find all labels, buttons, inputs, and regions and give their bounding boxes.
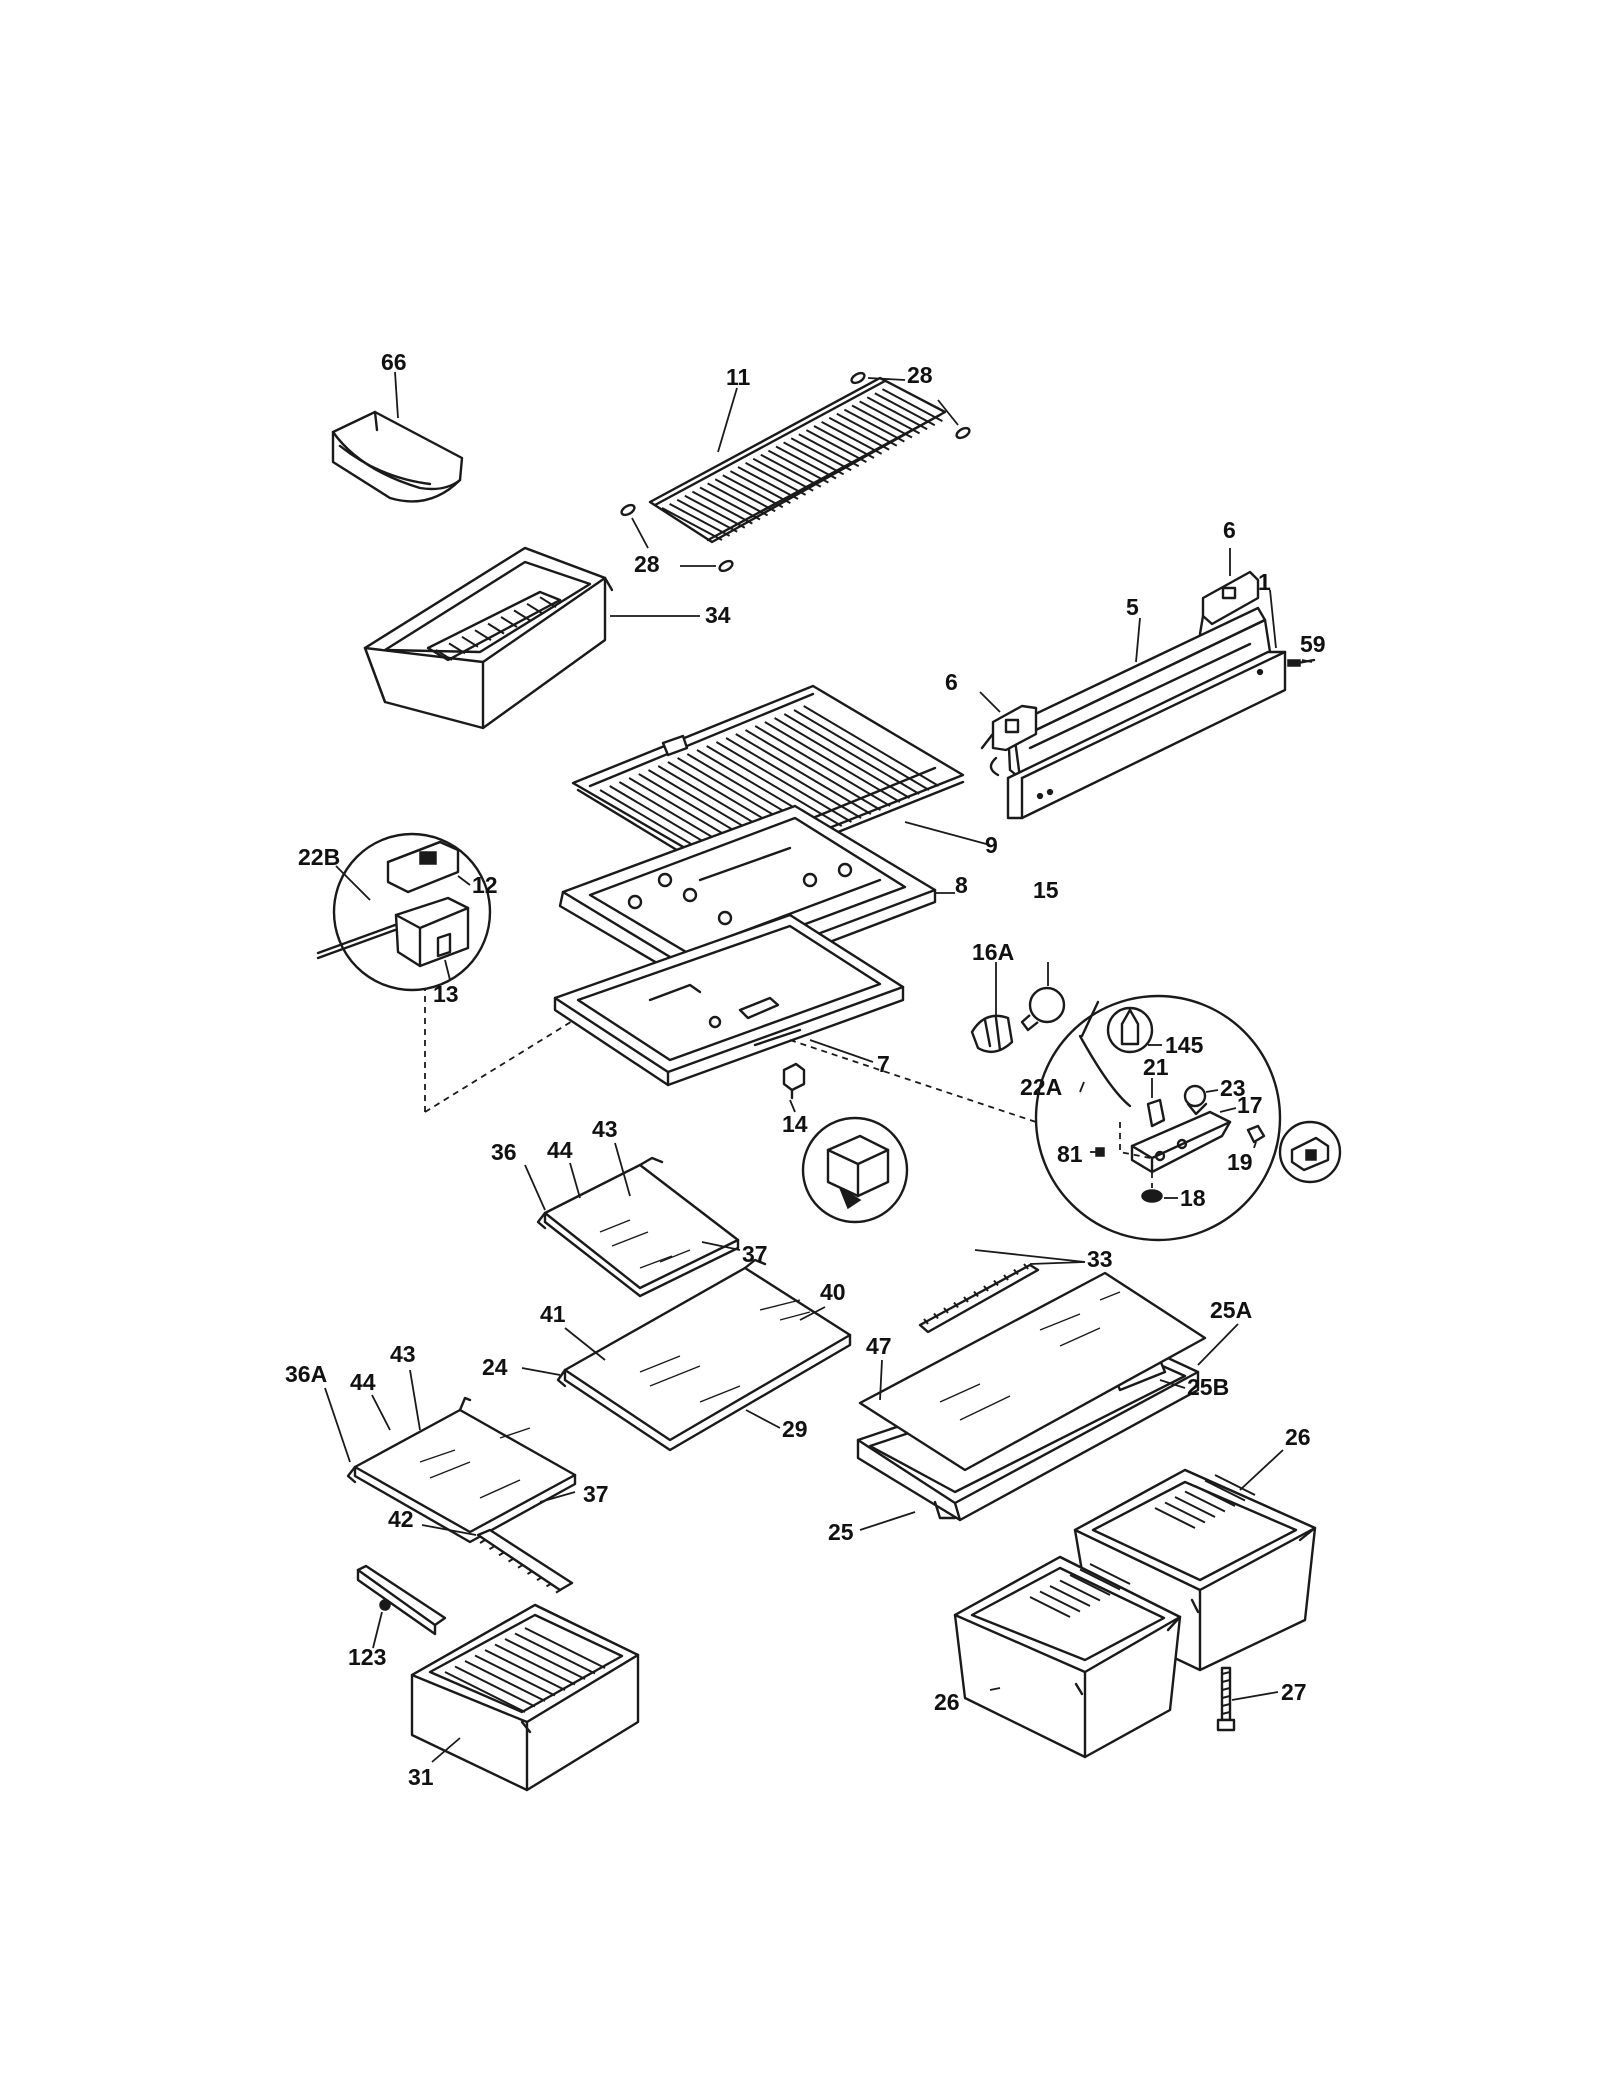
part-123-bracket [356,1564,447,1636]
callout-36: 36 [491,1139,517,1165]
callout-8: 8 [955,872,968,898]
callout-25B: 25B [1187,1374,1229,1400]
part-11-wire-shelf [648,376,947,544]
part-43-lower-glass-shelf [346,1396,577,1544]
detail-circle-clip [1278,1120,1342,1184]
part-21-switch [1146,1098,1166,1128]
part-15-bulb [1020,986,1066,1032]
callout-44: 44 [350,1369,376,1395]
callout-33: 33 [1087,1246,1113,1272]
callout-16A: 16A [972,939,1014,965]
part-66-cover [331,410,464,503]
part-28-cap [850,371,866,385]
callout-25A: 25A [1210,1297,1252,1323]
callout-43: 43 [592,1116,618,1142]
callout-34: 34 [705,602,731,628]
part-145-bulb-holder [1106,1006,1154,1054]
part-81-screw [1095,1147,1105,1157]
callout-26: 26 [1285,1424,1311,1450]
callout-41: 41 [540,1301,566,1327]
part-28-cap [955,426,971,440]
callout-6: 6 [945,669,958,695]
callout-47: 47 [866,1333,892,1359]
part-40-middle-glass-shelf [556,1258,852,1452]
callout-59: 59 [1300,631,1326,657]
part-26-drawer-front [953,1555,1182,1759]
callout-145: 145 [1165,1032,1204,1058]
callout-17: 17 [1237,1092,1263,1118]
callout-23: 23 [1220,1075,1246,1101]
callout-19: 19 [1227,1149,1253,1175]
callout-31: 31 [408,1764,434,1790]
callout-37: 37 [583,1481,609,1507]
callout-43: 43 [390,1341,416,1367]
callout-42: 42 [388,1506,414,1532]
callout-40: 40 [820,1279,846,1305]
part-47-glass [858,1271,1207,1472]
callout-123: 123 [348,1644,386,1670]
callout-18: 18 [1180,1185,1206,1211]
part-42-rail [476,1528,574,1594]
part-17-housing [1130,1110,1232,1174]
callout-28: 28 [907,362,933,388]
callout-36A: 36A [285,1361,327,1387]
callout-81: 81 [1057,1141,1083,1167]
callout-13: 13 [433,981,459,1007]
part-27-screw [1216,1666,1236,1732]
callout-11: 11 [726,364,751,390]
callout-29: 29 [782,1416,808,1442]
callout-7: 7 [877,1051,890,1077]
part-1-mullion [1006,650,1287,820]
callout-9: 9 [985,832,998,858]
callout-5: 5 [1126,594,1139,620]
detail-circle-switch [801,1116,909,1224]
part-43-upper-glass-shelf [536,1156,740,1298]
part-16A-socket [970,1014,1014,1054]
callout-12: 12 [472,872,498,898]
part-6-bracket-top [1198,570,1260,636]
callout-1: 1 [1258,569,1271,595]
callout-22A: 22A [1020,1074,1062,1100]
callout-21: 21 [1143,1054,1169,1080]
detail-circle-right [1034,994,1282,1242]
callout-22B: 22B [298,844,340,870]
part-6-bracket-left [980,704,1038,777]
callout-44: 44 [547,1137,573,1163]
part-34-deli-pan [363,546,614,730]
callout-28: 28 [634,551,660,577]
callout-14: 14 [782,1111,808,1137]
callout-labels: 66 11 28 28 34 6 5 1 59 6 9 22B 12 8 16A… [285,349,1326,1790]
detail-circle-left [316,832,492,992]
callout-6: 6 [1223,517,1236,543]
callout-66: 66 [381,349,407,375]
callout-15: 15 [1033,877,1059,903]
callout-24: 24 [482,1354,508,1380]
part-28-cap [620,503,636,517]
part-33-strip [918,1263,1040,1334]
part-28-cap [718,559,734,573]
part-14-switch [782,1062,806,1100]
callout-27: 27 [1281,1679,1307,1705]
part-7-lower-frame [553,913,905,1087]
part-31-crisper-drawer [410,1603,640,1792]
part-23-knob [1183,1084,1208,1116]
callout-37: 37 [742,1241,768,1267]
callout-26: 26 [934,1689,960,1715]
part-18-washer [1141,1189,1163,1203]
part-19-clip [1246,1124,1266,1144]
callout-25: 25 [828,1519,854,1545]
